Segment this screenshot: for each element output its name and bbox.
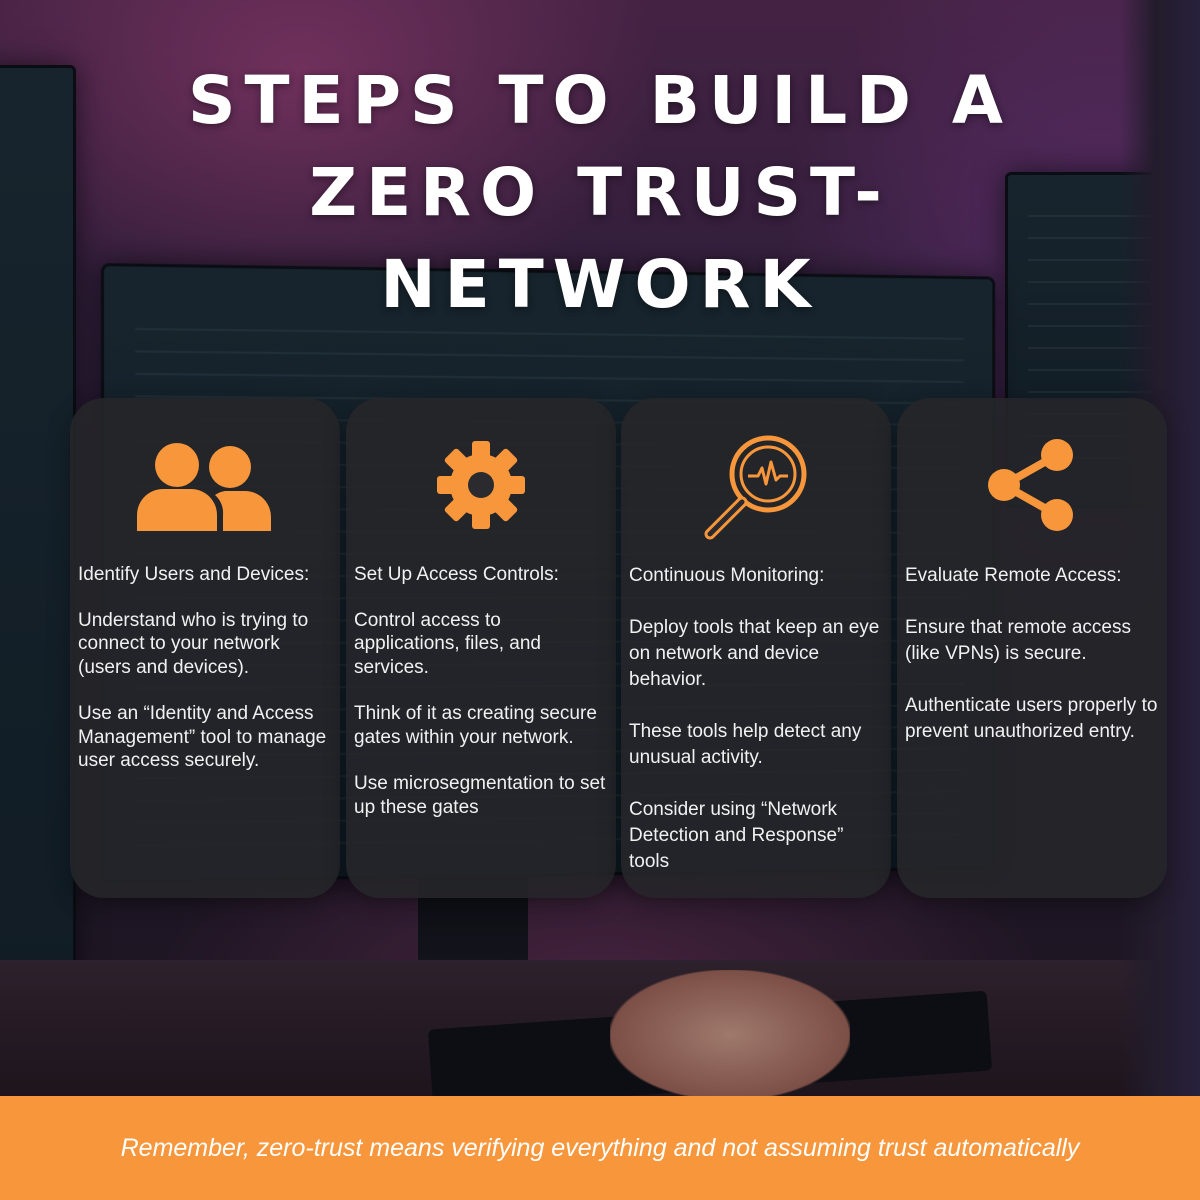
step-paragraph: Deploy tools that keep an eye on network… bbox=[629, 617, 880, 690]
step-paragraph: Use an “Identity and Access Management” … bbox=[78, 703, 327, 771]
step-heading: Continuous Monitoring: bbox=[629, 565, 825, 586]
gear-icon bbox=[346, 430, 616, 540]
footer-text: Remember, zero-trust means verifying eve… bbox=[120, 1133, 1080, 1162]
step-heading: Set Up Access Controls: bbox=[354, 564, 559, 585]
step-text: Evaluate Remote Access: Ensure that remo… bbox=[905, 563, 1161, 771]
step-paragraph: Consider using “Network Detection and Re… bbox=[629, 799, 844, 872]
step-paragraph: Think of it as creating secure gates wit… bbox=[354, 703, 597, 748]
page-title: STEPS TO BUILD A ZERO TRUST- NETWORK bbox=[0, 55, 1200, 331]
step-paragraph: Use microsegmentation to set up these ga… bbox=[354, 773, 606, 818]
step-paragraph: Understand who is trying to connect to y… bbox=[78, 609, 309, 678]
magnifier-pulse-icon bbox=[621, 430, 891, 540]
step-card-remote-access: Evaluate Remote Access: Ensure that remo… bbox=[897, 398, 1167, 898]
hand bbox=[610, 970, 850, 1100]
step-card-identify-users: Identify Users and Devices: Understand w… bbox=[70, 398, 340, 898]
step-heading: Identify Users and Devices: bbox=[78, 564, 310, 585]
step-paragraph: These tools help detect any unusual acti… bbox=[629, 721, 862, 768]
share-icon bbox=[897, 430, 1167, 540]
step-paragraph: Ensure that remote access (like VPNs) is… bbox=[905, 617, 1131, 664]
title-line-3: NETWORK bbox=[380, 246, 820, 323]
step-text: Set Up Access Controls: Control access t… bbox=[354, 563, 610, 842]
step-paragraph: Control access to applications, files, a… bbox=[354, 609, 541, 678]
users-icon bbox=[70, 430, 340, 540]
title-line-2: ZERO TRUST- bbox=[309, 154, 891, 231]
footer-banner: Remember, zero-trust means verifying eve… bbox=[0, 1096, 1200, 1200]
step-heading: Evaluate Remote Access: bbox=[905, 565, 1122, 586]
step-text: Identify Users and Devices: Understand w… bbox=[78, 563, 334, 796]
step-paragraph: Authenticate users properly to prevent u… bbox=[905, 695, 1158, 742]
step-card-access-controls: Set Up Access Controls: Control access t… bbox=[346, 398, 616, 898]
title-line-1: STEPS TO BUILD A bbox=[188, 62, 1012, 139]
step-text: Continuous Monitoring: Deploy tools that… bbox=[629, 563, 885, 901]
step-card-monitoring: Continuous Monitoring: Deploy tools that… bbox=[621, 398, 891, 898]
